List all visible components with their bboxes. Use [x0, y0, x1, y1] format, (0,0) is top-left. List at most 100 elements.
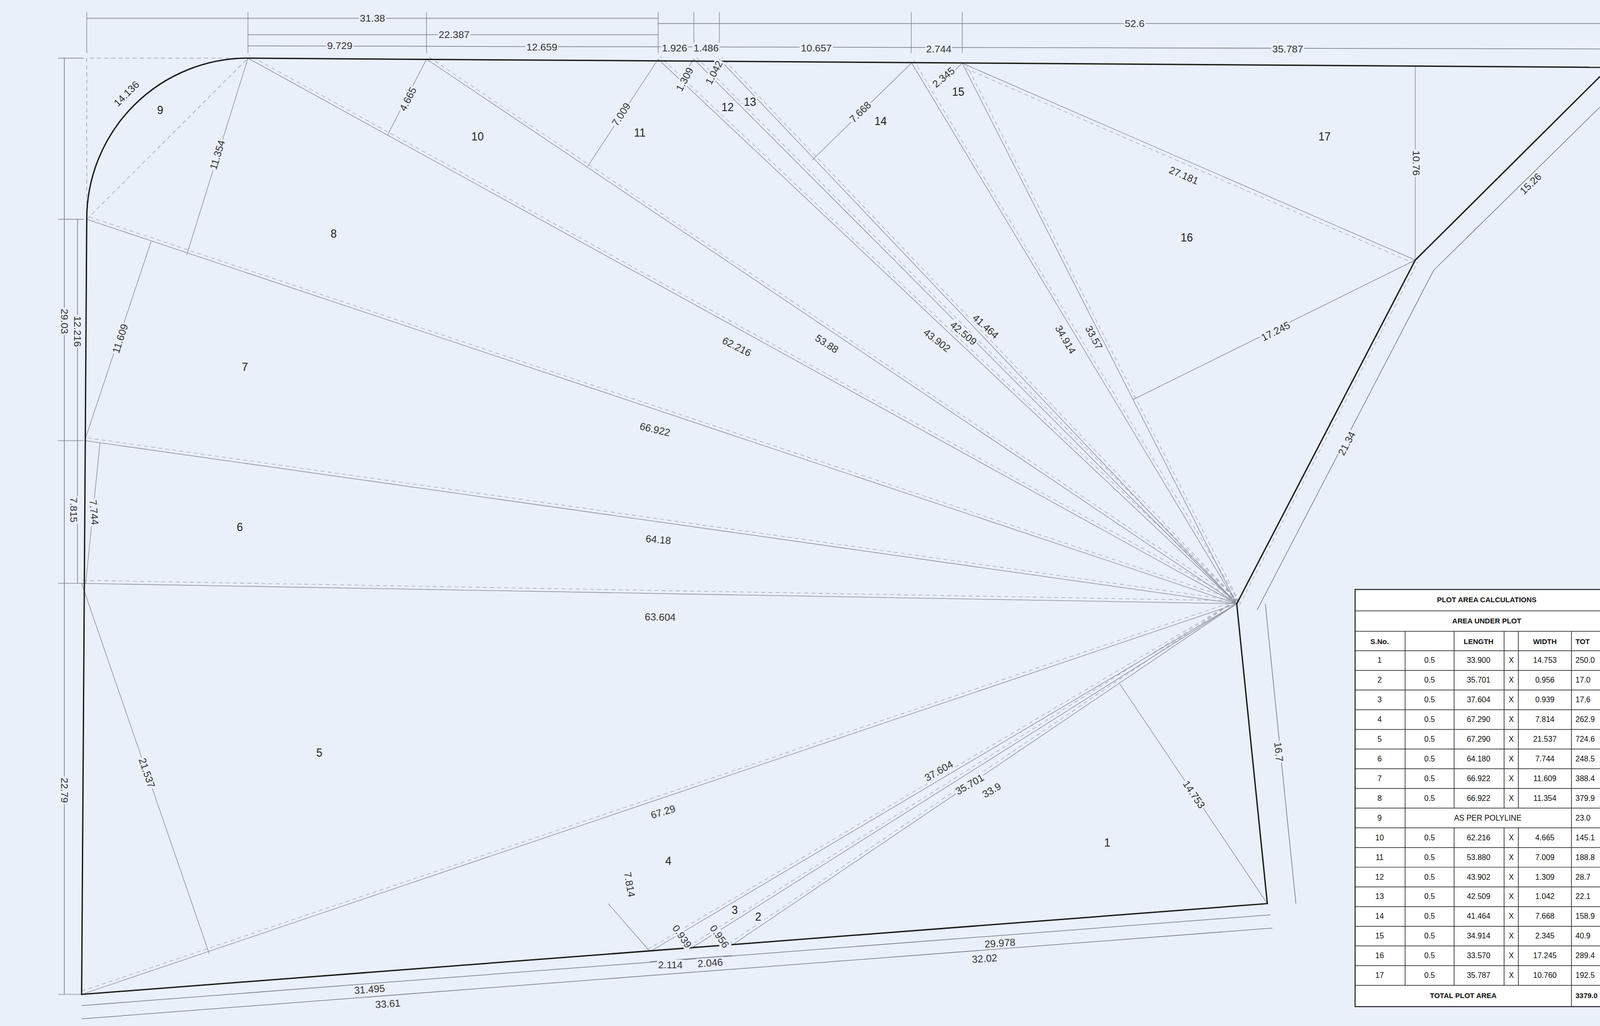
table-rule: [1503, 749, 1505, 769]
extension-tick: [58, 583, 84, 584]
table-rule: [1518, 965, 1519, 986]
table-rule: [1404, 828, 1406, 848]
table-cell: 0.5: [1423, 952, 1436, 961]
table-cell: 10.760: [1532, 972, 1558, 981]
table-rule: [1518, 788, 1519, 809]
table-rule: [1518, 651, 1519, 671]
height-line: [387, 59, 427, 135]
table-cell: 0.5: [1423, 912, 1436, 922]
table-rule: [1404, 631, 1406, 651]
extension-tick: [58, 57, 84, 59]
table-rule: [1571, 907, 1572, 927]
region-number: 11: [633, 127, 647, 139]
table-rule: [1355, 749, 1600, 750]
table-cell: 724.6: [1574, 735, 1596, 744]
diagonal-line: [426, 59, 1237, 604]
table-cell: 248.5: [1574, 755, 1596, 764]
corner-line: [86, 58, 248, 220]
table-rule: [1453, 749, 1455, 769]
table-rule: [1404, 749, 1406, 769]
table-rule: [1404, 926, 1406, 947]
table-rule: [1571, 768, 1572, 789]
table-rule: [1518, 690, 1519, 711]
dimension-label: 14.753: [1180, 778, 1208, 812]
table-rule: [1571, 867, 1572, 888]
diagonal-line: [85, 437, 1238, 602]
table-cell: 43.902: [1465, 873, 1492, 882]
dimension-label: 10.657: [799, 42, 833, 54]
dimension-line: [81, 928, 1273, 1020]
table-rule: [1503, 788, 1505, 809]
region-number: 9: [156, 104, 165, 116]
table-cell: 0.5: [1423, 656, 1436, 666]
dimension-label: 0.956: [707, 922, 732, 951]
table-cell: X: [1507, 912, 1515, 922]
dimension-label: 2.046: [696, 957, 725, 970]
table-rule: [1355, 965, 1600, 967]
dimension-label: 16.7: [1272, 740, 1286, 764]
table-cell: 10: [1374, 833, 1385, 843]
table-cell: X: [1507, 696, 1515, 705]
table-cell: X: [1507, 932, 1515, 941]
table-rule: [1404, 729, 1406, 750]
height-line: [587, 59, 658, 167]
dimension-label: 67.29: [648, 803, 679, 822]
table-cell: 289.4: [1574, 952, 1596, 961]
dimension-label: 33.9: [979, 780, 1004, 802]
region-number: 10: [470, 130, 486, 143]
dimension-label: 66.922: [638, 420, 673, 439]
table-cell: 3: [1376, 696, 1383, 705]
table-cell: 192.5: [1574, 972, 1596, 981]
region-number: 3: [730, 904, 739, 916]
table-rule: [1571, 946, 1572, 967]
plot-geometry: [58, 12, 1600, 1020]
table-grid: [1355, 589, 1600, 1008]
table-rule: [1503, 651, 1505, 671]
dimension-label: 0.939: [669, 922, 694, 951]
table-rule: [1404, 710, 1406, 730]
dimension-label: 7.744: [87, 498, 101, 526]
dimension-label: 1.042: [703, 57, 726, 87]
table-rule: [1355, 886, 1600, 888]
table-rule: [1453, 965, 1455, 986]
plot-boundary: [81, 58, 1600, 995]
diagonal-line: [729, 601, 1236, 944]
table-rule: [1503, 847, 1505, 868]
table-rule: [1355, 709, 1600, 711]
table-rule: [1518, 907, 1519, 927]
diagonal-line: [911, 62, 1237, 604]
height-line: [85, 442, 101, 584]
height-line: [1119, 683, 1268, 905]
table-rule: [1453, 847, 1455, 868]
table-cell: WIDTH: [1532, 638, 1558, 646]
dimension-label: 12.216: [72, 315, 83, 348]
table-rule: [1453, 887, 1455, 908]
diagonal-line: [962, 63, 1237, 604]
diagonal-line: [1239, 261, 1419, 606]
table-cell: X: [1507, 952, 1515, 961]
diagonal-line: [719, 59, 1237, 604]
dimension-line: [1257, 270, 1434, 611]
plot-boundary: [247, 58, 1600, 68]
table-cell: 7.009: [1534, 853, 1556, 862]
table-rule: [1453, 867, 1455, 888]
table-rule: [1453, 690, 1455, 711]
table-cell: 7.814: [1534, 716, 1556, 725]
dimension-label: 12.659: [525, 41, 559, 53]
table-rule: [1503, 887, 1505, 908]
table-rule: [1571, 808, 1572, 829]
height-line: [1132, 260, 1416, 400]
region-number: 5: [315, 747, 324, 759]
region-number: 6: [235, 521, 244, 534]
extension-tick: [961, 12, 963, 53]
table-rule: [1571, 847, 1572, 868]
table-rule: [1518, 670, 1519, 691]
table-cell: X: [1507, 893, 1515, 902]
table-rule: [1453, 907, 1455, 927]
table-cell: 1.042: [1534, 893, 1556, 902]
dimension-label: 62.216: [719, 334, 755, 360]
diagonal-line: [81, 603, 1237, 995]
